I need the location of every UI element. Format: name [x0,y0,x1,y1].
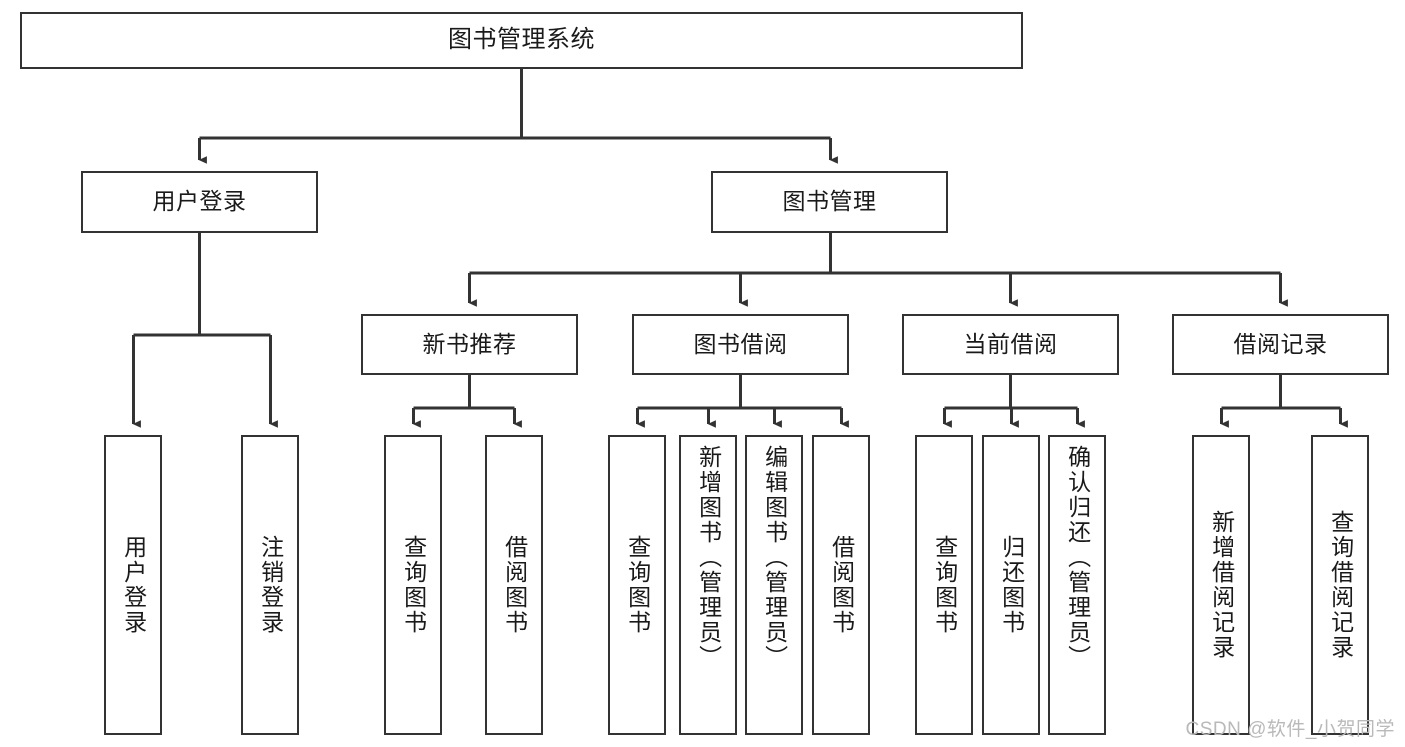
node-borrow-record-label: 借阅记录 [1233,330,1328,357]
node-leaf-user-login[interactable]: 用户登录 [104,435,162,735]
node-leaf-query-book-3[interactable]: 查询图书 [915,435,973,735]
node-user-login[interactable]: 用户登录 [81,171,318,233]
node-leaf-add-record-label: 新增借阅记录 [1208,510,1235,660]
node-current-borrow-label: 当前借阅 [963,330,1058,357]
node-leaf-add-record[interactable]: 新增借阅记录 [1192,435,1250,735]
node-leaf-confirm-return-label: 确认归还（管理员） [1064,445,1091,670]
node-leaf-edit-book[interactable]: 编辑图书（管理员） [745,435,803,735]
node-book-manage-label: 图书管理 [782,188,877,215]
node-leaf-query-book-3-label: 查询图书 [931,535,958,635]
node-leaf-add-book[interactable]: 新增图书（管理员） [679,435,737,735]
node-leaf-query-book-2-label: 查询图书 [624,535,651,635]
node-leaf-confirm-return[interactable]: 确认归还（管理员） [1048,435,1106,735]
node-book-borrow[interactable]: 图书借阅 [632,314,849,375]
node-book-borrow-label: 图书借阅 [693,330,788,357]
node-new-book-recommend[interactable]: 新书推荐 [361,314,578,375]
node-leaf-borrow-book-1[interactable]: 借阅图书 [485,435,543,735]
node-leaf-borrow-book-1-label: 借阅图书 [501,535,528,635]
node-leaf-borrow-book-2-label: 借阅图书 [828,535,855,635]
node-leaf-borrow-book-2[interactable]: 借阅图书 [812,435,870,735]
node-leaf-query-record[interactable]: 查询借阅记录 [1311,435,1369,735]
node-leaf-add-book-label: 新增图书（管理员） [695,445,722,670]
node-leaf-return-book-label: 归还图书 [998,535,1025,635]
csdn-watermark: CSDN @软件_小贺同学 [1185,719,1395,740]
node-current-borrow[interactable]: 当前借阅 [902,314,1119,375]
node-leaf-logout[interactable]: 注销登录 [241,435,299,735]
node-root-label: 图书管理系统 [448,26,595,54]
node-user-login-label: 用户登录 [152,188,247,215]
node-book-manage[interactable]: 图书管理 [711,171,948,233]
node-leaf-user-login-label: 用户登录 [120,535,147,635]
node-leaf-query-book-1[interactable]: 查询图书 [384,435,442,735]
node-root[interactable]: 图书管理系统 [20,12,1023,69]
node-new-book-recommend-label: 新书推荐 [422,330,517,357]
node-leaf-query-book-1-label: 查询图书 [400,535,427,635]
node-leaf-query-book-2[interactable]: 查询图书 [608,435,666,735]
node-leaf-edit-book-label: 编辑图书（管理员） [761,445,788,670]
node-leaf-return-book[interactable]: 归还图书 [982,435,1040,735]
node-leaf-logout-label: 注销登录 [257,535,284,635]
node-leaf-query-record-label: 查询借阅记录 [1327,510,1354,660]
node-borrow-record[interactable]: 借阅记录 [1172,314,1389,375]
